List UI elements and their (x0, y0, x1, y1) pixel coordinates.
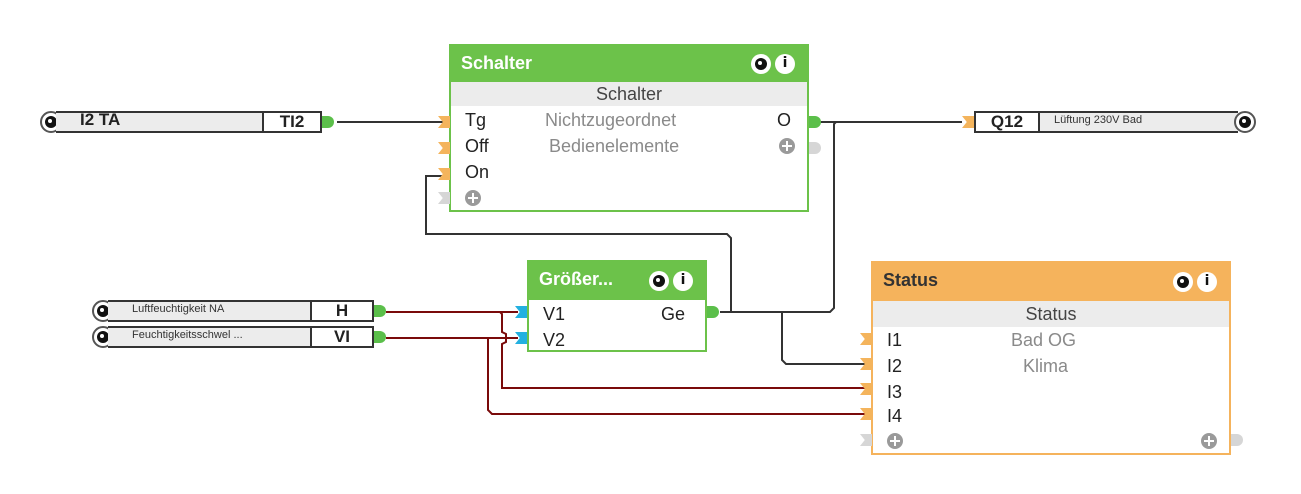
input-i2-ta[interactable]: I2 TA TI2 (40, 111, 340, 133)
output-q12[interactable]: Q12 Lüftung 230V Bad (962, 111, 1262, 133)
input-label-tg: Tg (465, 110, 487, 130)
info-button[interactable] (775, 54, 795, 74)
input-label-v2: V2 (543, 330, 566, 350)
input-label-i4: I4 (887, 406, 903, 426)
add-output-icon[interactable] (779, 138, 795, 154)
settings-button[interactable] (649, 271, 669, 291)
settings-button[interactable] (1173, 272, 1193, 292)
block-title: Schalter (461, 53, 533, 73)
add-input-icon[interactable] (887, 433, 903, 449)
output-port[interactable] (322, 116, 334, 128)
input-port-i1[interactable] (860, 333, 872, 345)
block-subtitle: Status (873, 301, 1229, 327)
block-title: Größer... (539, 269, 614, 289)
input-label-off: Off (465, 136, 489, 156)
gear-icon (45, 116, 57, 128)
block-status[interactable]: Status Status I1 I2 I3 I4 Bad OG Klima (871, 261, 1231, 455)
input-label-v1: V1 (543, 304, 566, 324)
output-label-o: O (777, 110, 792, 130)
input-name: Luftfeuchtigkeit NA (132, 303, 225, 315)
input-port-i4[interactable] (860, 408, 872, 420)
settings-button[interactable] (751, 54, 771, 74)
wire-ge-to-i2 (781, 312, 866, 365)
gear-icon (97, 305, 109, 317)
info-line: Nichtzugeordnet (545, 110, 677, 130)
input-tag: VI (310, 326, 374, 348)
input-humidity[interactable]: Luftfeuchtigkeit NA H (92, 300, 392, 322)
input-port-add[interactable] (860, 434, 872, 446)
input-port-add[interactable] (438, 192, 450, 204)
output-port[interactable] (374, 305, 386, 317)
info-line: Bad OG (1011, 330, 1077, 350)
info-button[interactable] (1197, 272, 1217, 292)
gear-icon (653, 275, 665, 287)
output-label-ge: Ge (661, 304, 686, 324)
block-header[interactable]: Größer... (529, 262, 705, 300)
input-threshold[interactable]: Feuchtigkeitsschwel ... VI (92, 326, 392, 348)
gear-icon (1177, 276, 1189, 288)
input-label-i3: I3 (887, 382, 903, 402)
input-name: I2 TA (80, 110, 121, 129)
output-tag: Q12 (974, 111, 1040, 133)
block-subtitle: Schalter (451, 82, 807, 106)
input-label-i2: I2 (887, 356, 903, 376)
gear-icon (97, 331, 109, 343)
output-port-add[interactable] (1231, 434, 1243, 446)
gear-icon (755, 58, 767, 70)
info-button[interactable] (673, 271, 693, 291)
input-tag: TI2 (262, 111, 322, 133)
input-label-on: On (465, 162, 490, 182)
input-port-v2[interactable] (515, 332, 527, 344)
output-port-add[interactable] (809, 142, 821, 154)
input-port[interactable] (962, 116, 974, 128)
add-input-icon[interactable] (465, 190, 481, 206)
input-label-i1: I1 (887, 330, 903, 350)
block-header[interactable]: Schalter (451, 46, 807, 82)
input-name: Feuchtigkeitsschwel ... (132, 329, 243, 341)
input-port-i2[interactable] (860, 358, 872, 370)
gear-icon (1239, 116, 1251, 128)
input-port-tg[interactable] (438, 116, 450, 128)
add-output-icon[interactable] (1201, 433, 1217, 449)
input-port-i3[interactable] (860, 383, 872, 395)
input-tag: H (310, 300, 374, 322)
block-groesser[interactable]: Größer... V1 V2 Ge (527, 260, 707, 352)
info-line: Bedienelemente (549, 136, 680, 156)
info-line: Klima (1023, 356, 1069, 376)
output-port[interactable] (374, 331, 386, 343)
input-port-on[interactable] (438, 168, 450, 180)
input-port-v1[interactable] (515, 306, 527, 318)
output-name: Lüftung 230V Bad (1054, 114, 1143, 126)
block-schalter[interactable]: Schalter Schalter Tg Off On Nichtzugeord… (449, 44, 809, 212)
output-port-ge[interactable] (707, 306, 719, 318)
block-header[interactable]: Status (873, 263, 1229, 301)
block-title: Status (883, 270, 939, 290)
output-port-o[interactable] (809, 116, 821, 128)
input-port-off[interactable] (438, 142, 450, 154)
output-gear-cap[interactable] (1234, 111, 1256, 133)
